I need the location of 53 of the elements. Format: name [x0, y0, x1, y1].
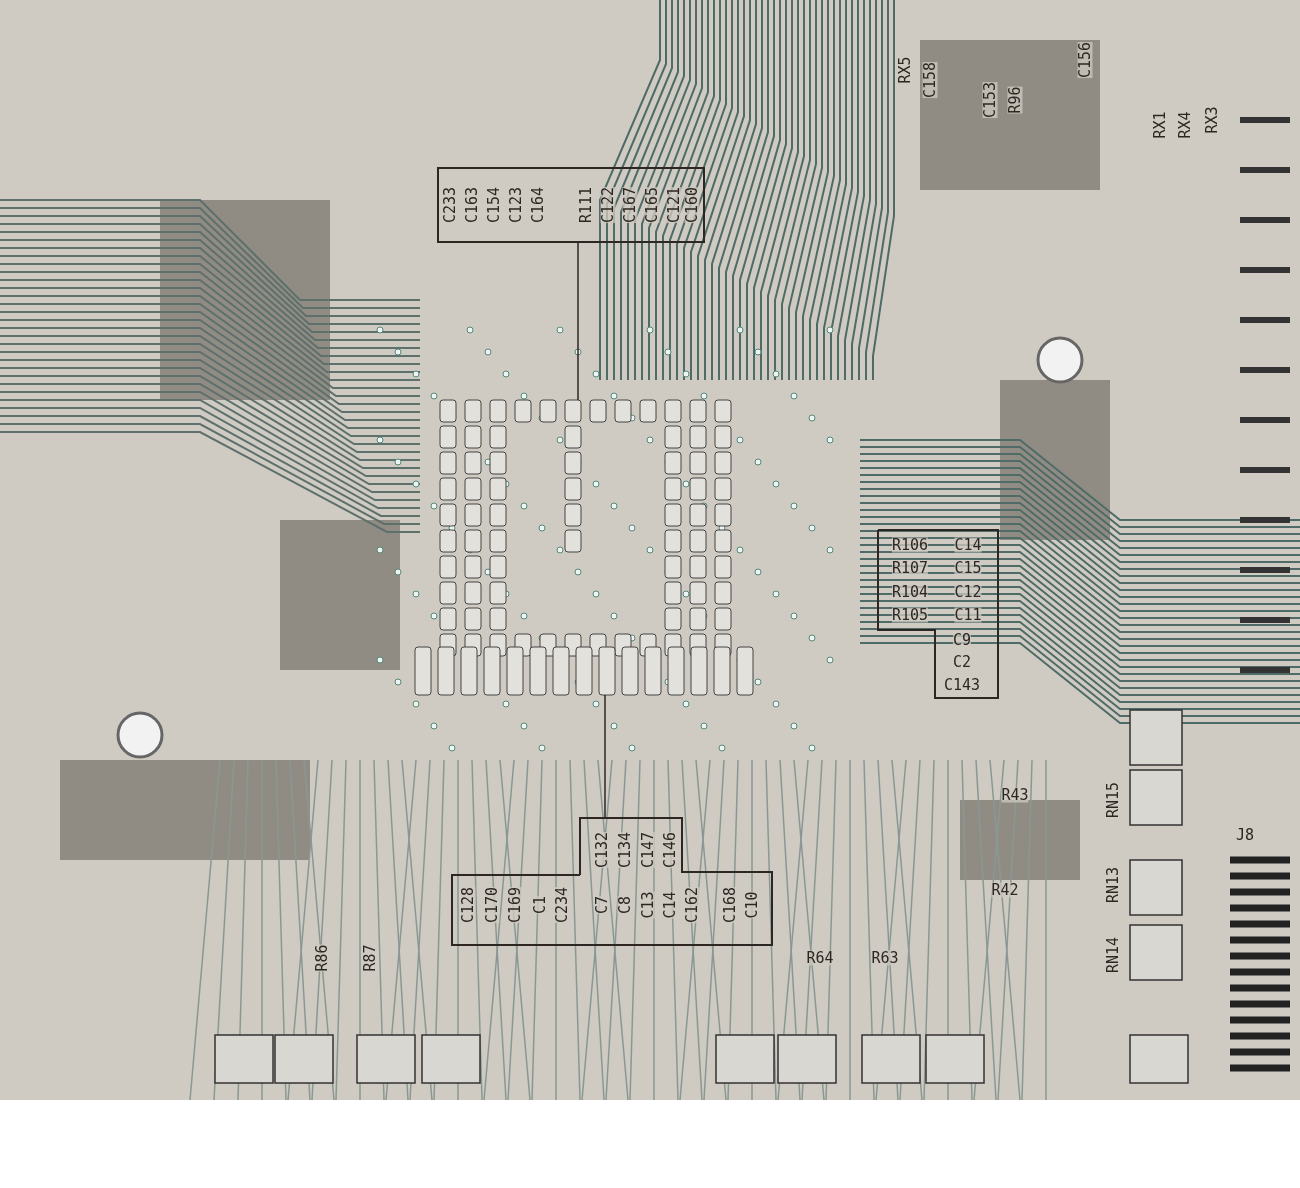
silkscreen-label: R64	[806, 950, 834, 966]
silkscreen-label: C233	[442, 186, 458, 224]
silkscreen-label: RN13	[1105, 866, 1121, 904]
silkscreen-label: R104	[891, 584, 929, 600]
silkscreen-label: R106	[891, 537, 929, 553]
silkscreen-label: C146	[662, 831, 678, 869]
silkscreen-label: R63	[871, 950, 899, 966]
silkscreen-label: C170	[484, 886, 500, 924]
silkscreen-label: C160	[684, 186, 700, 224]
silkscreen-label: C154	[486, 186, 502, 224]
silkscreen-label: C10	[744, 891, 760, 919]
silkscreen-label: C169	[507, 886, 523, 924]
silkscreen-label: C14	[662, 891, 678, 919]
silkscreen-label: C167	[622, 186, 638, 224]
silkscreen-label: C9	[952, 632, 972, 648]
silkscreen-label: C132	[594, 831, 610, 869]
silkscreen-label: RX5	[897, 56, 913, 84]
silkscreen-label: R105	[891, 607, 929, 623]
silkscreen-label: R43	[1001, 787, 1029, 803]
silkscreen-label: C153	[982, 81, 998, 119]
silkscreen-label: RX4	[1177, 111, 1193, 139]
silkscreen-label: C164	[530, 186, 546, 224]
silkscreen-label: C2	[952, 654, 972, 670]
silkscreen-label: C122	[600, 186, 616, 224]
silkscreen-label: C163	[464, 186, 480, 224]
silkscreen-label: C123	[508, 186, 524, 224]
silkscreen-label: RN14	[1105, 936, 1121, 974]
silkscreen-label: C165	[644, 186, 660, 224]
silkscreen-label: C158	[922, 61, 938, 99]
silkscreen-label: R87	[362, 944, 378, 972]
silkscreen-label: RX3	[1204, 106, 1220, 134]
silkscreen-label: R96	[1007, 86, 1023, 114]
silkscreen-label: C12	[954, 584, 982, 600]
silkscreen-label: C134	[617, 831, 633, 869]
silkscreen-label: RX1	[1152, 111, 1168, 139]
silkscreen-label: C168	[722, 886, 738, 924]
silkscreen-label: C162	[684, 886, 700, 924]
silkscreen-label: C13	[640, 891, 656, 919]
silkscreen-label: R86	[314, 944, 330, 972]
silkscreen-label: C147	[640, 831, 656, 869]
silkscreen-label: C14	[954, 537, 982, 553]
silkscreen-label: C11	[954, 607, 982, 623]
silkscreen-label: C15	[954, 560, 982, 576]
silkscreen-label: R42	[991, 882, 1019, 898]
silkscreen-label: C121	[666, 186, 682, 224]
silkscreen-label: J8	[1235, 827, 1255, 843]
silkscreen-label: R107	[891, 560, 929, 576]
silkscreen-label: C234	[554, 886, 570, 924]
silkscreen-label: RN15	[1105, 781, 1121, 819]
silkscreen-label: C143	[943, 677, 981, 693]
silkscreen-label: C156	[1077, 41, 1093, 79]
silkscreen-label: C128	[460, 886, 476, 924]
silkscreen-label: R111	[578, 186, 594, 224]
